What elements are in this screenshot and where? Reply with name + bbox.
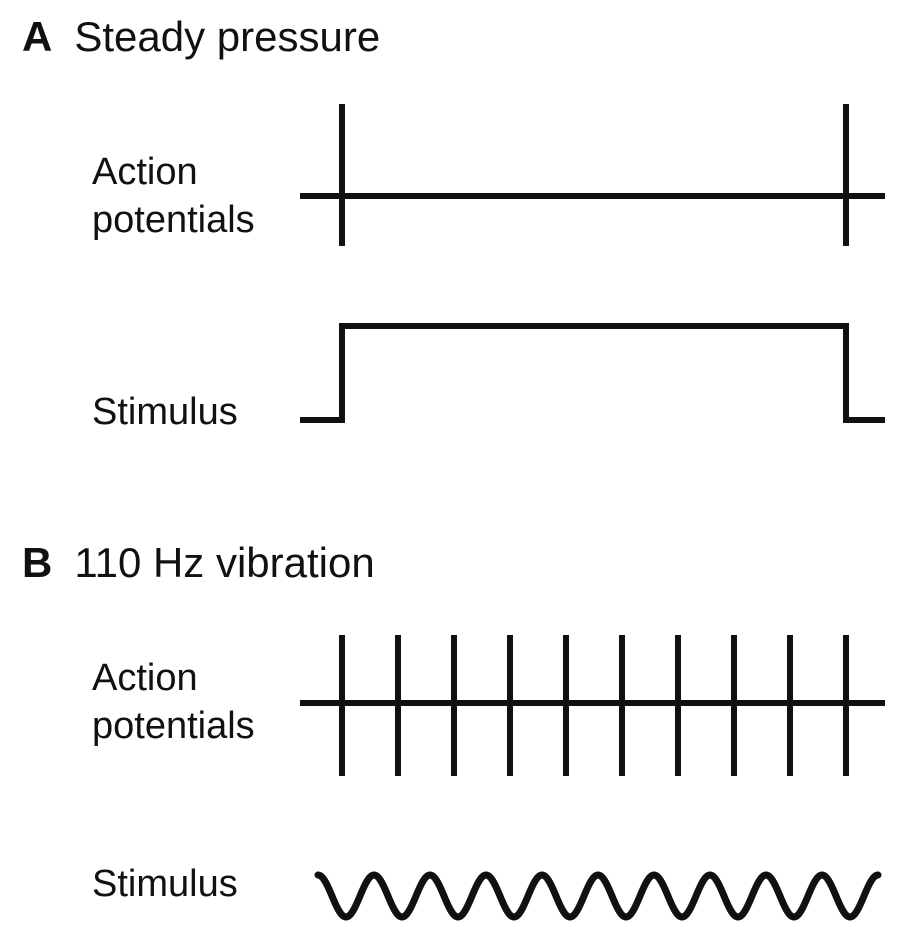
panel-a-action-label-line2: potentials bbox=[92, 199, 255, 241]
panel-b-stimulus-trace bbox=[314, 871, 882, 921]
panel-b-action-potentials-label: Action potentials bbox=[92, 654, 255, 750]
panel-b-action-label-line2: potentials bbox=[92, 705, 255, 747]
panel-a-action-potentials-label: Action potentials bbox=[92, 148, 255, 244]
panel-a-letter: A bbox=[22, 13, 53, 60]
panel-a-spikes bbox=[339, 104, 849, 246]
panel-a-action-label-line1: Action bbox=[92, 151, 198, 193]
panel-b-action-label-line1: Action bbox=[92, 657, 198, 699]
panel-a-title: A Steady pressure bbox=[22, 16, 380, 58]
panel-a-stimulus-label: Stimulus bbox=[92, 391, 238, 433]
panel-b-title: B 110 Hz vibration bbox=[22, 542, 375, 584]
panel-b-stimulus-label: Stimulus bbox=[92, 863, 238, 905]
panel-b-spikes bbox=[339, 635, 849, 776]
panel-a-stimulus-trace bbox=[300, 323, 885, 423]
panel-b-title-text: 110 Hz vibration bbox=[74, 539, 375, 586]
panel-b-letter: B bbox=[22, 539, 53, 586]
panel-a-title-text: Steady pressure bbox=[74, 13, 381, 60]
